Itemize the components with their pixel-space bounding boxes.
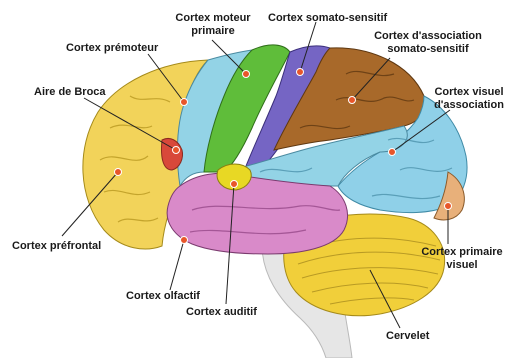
label-line: d'association: [432, 99, 506, 112]
marker-premotor: [181, 99, 188, 106]
marker-somato: [297, 69, 304, 76]
marker-olfactory: [181, 237, 188, 244]
label-cortex-primaire-visuel: Cortex primaire visuel: [420, 246, 504, 272]
label-line: Cortex d'association: [368, 30, 488, 43]
label-cortex-visuel-association: Cortex visuel d'association: [432, 86, 506, 112]
label-aire-de-broca: Aire de Broca: [34, 86, 106, 99]
label-line: somato-sensitif: [368, 43, 488, 56]
marker-motor: [243, 71, 250, 78]
label-line: Cortex primaire: [420, 246, 504, 259]
label-text: Cortex auditif: [186, 306, 257, 318]
label-line: Cortex moteur: [168, 12, 258, 25]
label-line: visuel: [420, 259, 504, 272]
marker-assoc-somato: [349, 97, 356, 104]
label-cortex-moteur-primaire: Cortex moteur primaire: [168, 12, 258, 38]
label-cortex-somato-sensitif: Cortex somato-sensitif: [268, 12, 387, 25]
label-text: Cortex somato-sensitif: [268, 12, 387, 24]
marker-auditory: [231, 181, 238, 188]
label-text: Cortex olfactif: [126, 290, 200, 302]
label-cervelet: Cervelet: [386, 330, 429, 343]
leader-cortex-olfactif: [170, 240, 184, 290]
temporal-lobe: [167, 173, 347, 254]
marker-visual-assoc: [389, 149, 396, 156]
label-cortex-premoteur: Cortex prémoteur: [66, 42, 158, 55]
marker-prefrontal: [115, 169, 122, 176]
marker-broca: [173, 147, 180, 154]
label-text: Cortex préfrontal: [12, 240, 101, 252]
label-text: Cortex prémoteur: [66, 42, 158, 54]
label-cortex-prefrontal: Cortex préfrontal: [12, 240, 101, 253]
label-text: Aire de Broca: [34, 86, 106, 98]
label-cortex-auditif: Cortex auditif: [186, 306, 257, 319]
marker-primary-visual: [445, 203, 452, 210]
label-cortex-association-somato-sensitif: Cortex d'association somato-sensitif: [368, 30, 488, 56]
label-cortex-olfactif: Cortex olfactif: [126, 290, 200, 303]
label-line: Cortex visuel: [432, 86, 506, 99]
label-line: primaire: [168, 25, 258, 38]
label-text: Cervelet: [386, 330, 429, 342]
